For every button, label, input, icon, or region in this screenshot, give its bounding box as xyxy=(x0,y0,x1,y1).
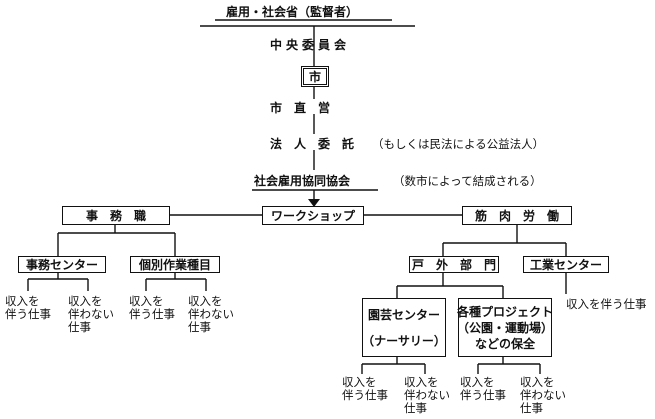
industrial-center-box: 工業センター xyxy=(523,256,609,273)
leaf-paid-work: 収入を 伴う仕事 xyxy=(5,294,51,321)
leaf-unpaid-work: 収入を 伴わない 仕事 xyxy=(68,294,114,334)
horticulture-center-box: 園芸センター （ナーサリー） xyxy=(362,298,446,357)
central-committee-label: 中央委員会 xyxy=(270,38,351,52)
city-box: 市 xyxy=(301,66,329,87)
leaf-unpaid-work: 収入を 伴わない 仕事 xyxy=(404,375,450,415)
projects-detail: などの保全 xyxy=(474,336,535,351)
workshop-box: ワークショップ xyxy=(262,206,364,225)
individual-work-box: 個別作業種目 xyxy=(130,256,220,273)
corporation-label: 法 人 委 託 xyxy=(270,137,355,151)
clerical-box: 事 務 職 xyxy=(62,206,170,225)
leaf-unpaid-work: 収入を 伴わない 仕事 xyxy=(188,294,234,334)
leaf-paid-work: 収入を 伴う仕事 xyxy=(342,375,388,402)
association-label: 社会雇用協同協会 xyxy=(254,174,351,188)
outdoor-division-box: 戸 外 部 門 xyxy=(409,256,499,273)
projects-box: 各種プロジェクト （公園・運動場） などの保全 xyxy=(457,298,554,357)
clerical-center-box: 事務センター xyxy=(18,256,106,273)
horticulture-subtitle: （ナーサリー） xyxy=(362,333,446,348)
projects-subtitle: （公園・運動場） xyxy=(457,320,554,335)
arrow-down-icon xyxy=(308,199,320,207)
city-direct-label: 市 直 営 xyxy=(270,101,331,115)
leaf-industrial-paid-work: 収入を伴う仕事 xyxy=(566,297,647,311)
horticulture-title: 園芸センター xyxy=(367,308,440,323)
leaf-unpaid-work: 収入を 伴わない 仕事 xyxy=(520,375,566,415)
leaf-paid-work: 収入を 伴う仕事 xyxy=(460,375,506,402)
manual-labor-box: 筋 肉 労 働 xyxy=(462,206,572,225)
association-note: （数市によって結成される） xyxy=(393,174,542,188)
ministry-label: 雇用・社会省（監督者） xyxy=(226,5,359,19)
projects-title: 各種プロジェクト xyxy=(457,304,554,319)
corporation-note: （もしくは民法による公益法人） xyxy=(372,137,545,151)
leaf-paid-work: 収入を 伴う仕事 xyxy=(129,294,175,321)
